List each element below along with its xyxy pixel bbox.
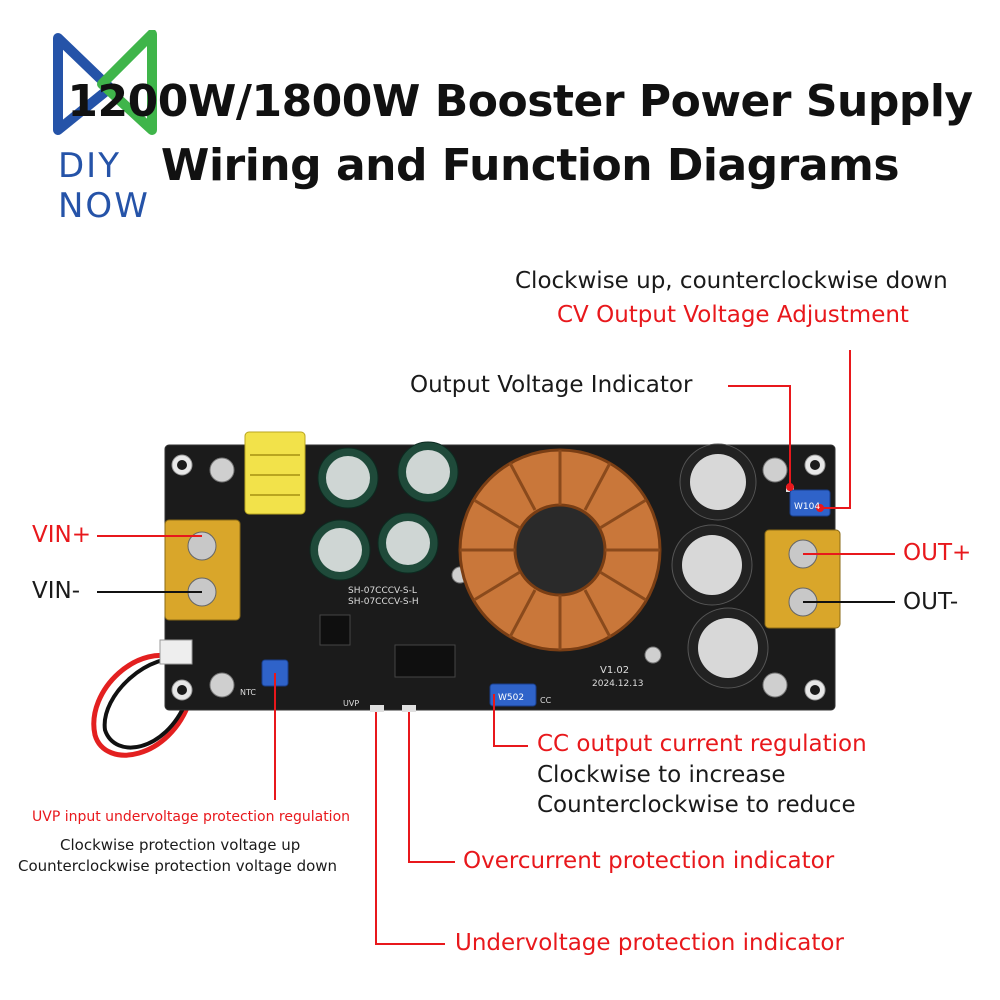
board-version: V1.02 bbox=[600, 665, 629, 676]
output-indicator-label: Output Voltage Indicator bbox=[410, 372, 693, 398]
board-model-h: SH-07CCCV-S-H bbox=[348, 597, 419, 607]
board-pot-code-cc: W502 bbox=[498, 693, 524, 703]
overcurrent-indicator-label: Overcurrent protection indicator bbox=[463, 848, 835, 874]
cc-clockwise-note: Clockwise to increase bbox=[537, 762, 786, 788]
uvp-counterclockwise-note: Counterclockwise protection voltage down bbox=[18, 857, 338, 875]
out-minus-label: OUT- bbox=[903, 589, 959, 615]
board-silk-cc: CC bbox=[540, 696, 552, 705]
uvp-regulation-label: UVP input undervoltage protection regula… bbox=[32, 809, 351, 825]
out-plus-label: OUT+ bbox=[903, 540, 972, 566]
board-silk-uvp: UVP bbox=[343, 699, 359, 708]
cc-regulation-label: CC output current regulation bbox=[537, 731, 867, 757]
board-date: 2024.12.13 bbox=[592, 679, 644, 689]
vin-minus-label: VIN- bbox=[32, 578, 81, 604]
page-title: 1200W/1800W Booster Power Supply bbox=[67, 76, 973, 127]
board-pot-code: W104 bbox=[794, 502, 820, 512]
uvp-clockwise-note: Clockwise protection voltage up bbox=[60, 836, 301, 854]
cv-direction-note: Clockwise up, counterclockwise down bbox=[515, 268, 948, 294]
cv-adjust-label: CV Output Voltage Adjustment bbox=[557, 302, 909, 328]
brand-logo: DIY NOW bbox=[52, 30, 202, 226]
page-subtitle: Wiring and Function Diagrams bbox=[160, 140, 900, 191]
brand-name: DIY NOW bbox=[58, 146, 150, 226]
undervoltage-indicator-label: Undervoltage protection indicator bbox=[455, 930, 844, 956]
vin-plus-label: VIN+ bbox=[32, 522, 91, 548]
board-model-l: SH-07CCCV-S-L bbox=[348, 586, 417, 596]
cc-counterclockwise-note: Counterclockwise to reduce bbox=[537, 792, 856, 818]
board-silk-ntc: NTC bbox=[240, 688, 256, 697]
logo-mark-icon bbox=[53, 30, 157, 135]
